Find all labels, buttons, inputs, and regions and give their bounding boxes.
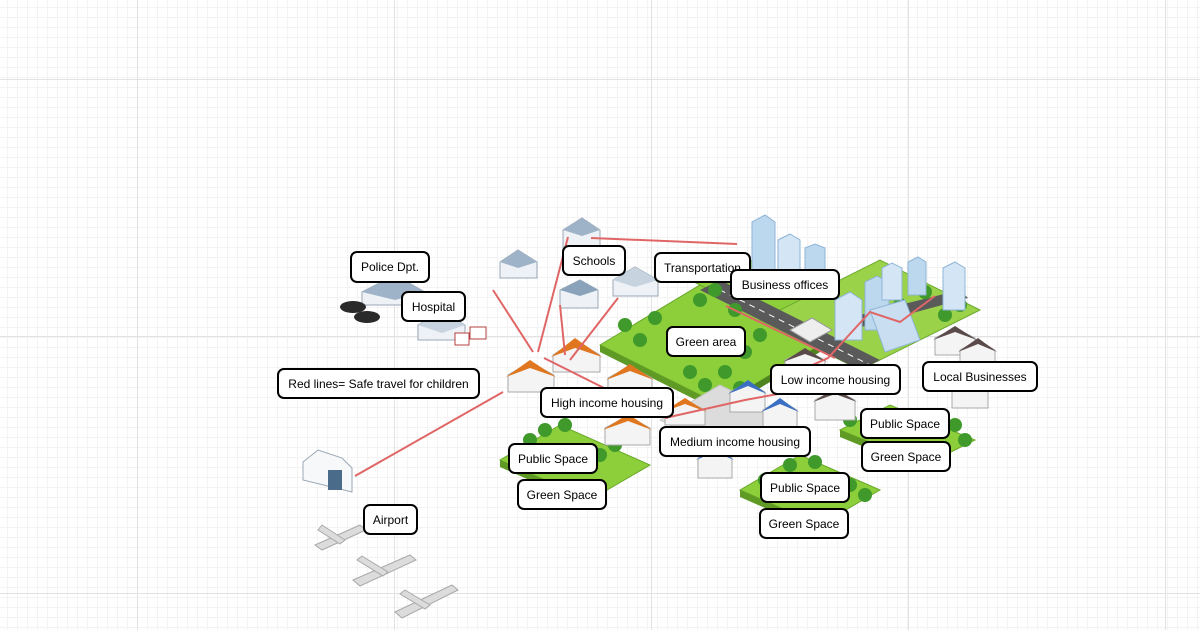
label-public-space-right: Public Space [860, 408, 950, 439]
airplanes [313, 524, 459, 619]
high-income-houses [506, 338, 707, 446]
airport-hangar [302, 449, 353, 493]
label-hospital: Hospital [401, 291, 466, 322]
label-public-space-left: Public Space [508, 443, 598, 474]
label-airport: Airport [363, 504, 418, 535]
label-schools: Schools [562, 245, 626, 276]
school-buildings [499, 217, 601, 309]
police-cars [340, 301, 380, 323]
label-business-offices: Business offices [730, 269, 840, 300]
label-public-space-mid: Public Space [760, 472, 850, 503]
label-green-space-mid: Green Space [759, 508, 849, 539]
label-low-income-housing: Low income housing [770, 364, 901, 395]
label-green-space-left: Green Space [517, 479, 607, 510]
legend-red-lines: Red lines= Safe travel for children [277, 368, 480, 399]
label-green-space-right: Green Space [861, 441, 951, 472]
label-police: Police Dpt. [350, 251, 430, 283]
label-high-income-housing: High income housing [540, 387, 674, 418]
label-medium-income-housing: Medium income housing [659, 426, 811, 457]
transport-building [612, 266, 659, 297]
label-local-businesses: Local Businesses [922, 361, 1038, 392]
label-green-area: Green area [666, 326, 746, 357]
